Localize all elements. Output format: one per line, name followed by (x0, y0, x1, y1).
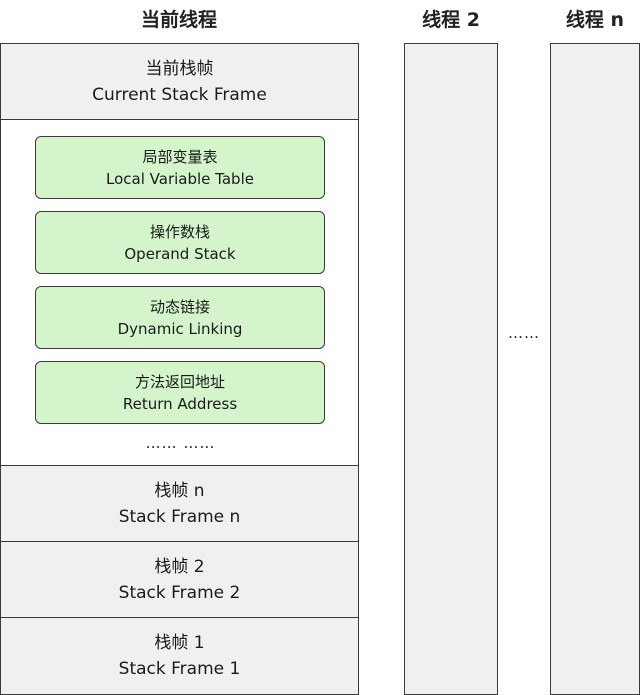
current-stack-frame-en: Current Stack Frame (92, 84, 267, 105)
operand-stack-cn: 操作数栈 (149, 222, 210, 241)
stack-frame-n-en: Stack Frame n (118, 506, 241, 527)
stack-frame-2: 栈帧 2 Stack Frame 2 (0, 541, 359, 618)
stack-frame-2-en: Stack Frame 2 (118, 582, 241, 603)
stack-frame-1-en: Stack Frame 1 (118, 659, 241, 679)
return-address-cn: 方法返回地址 (134, 372, 225, 391)
stack-frame-n-cn: 栈帧 n (154, 480, 205, 501)
current-thread-stack: 当前栈帧 Current Stack Frame 局部变量表 Local Var… (0, 43, 359, 695)
stack-frame-1-cn: 栈帧 1 (154, 633, 205, 653)
stack-frame-n: 栈帧 n Stack Frame n (0, 465, 359, 542)
dynamic-linking-en: Dynamic Linking (117, 319, 243, 338)
stack-frame-2-cn: 栈帧 2 (154, 556, 205, 577)
operand-stack-en: Operand Stack (124, 244, 236, 263)
current-stack-frame-cn: 当前栈帧 (145, 58, 214, 79)
stack-frame-1: 栈帧 1 Stack Frame 1 (0, 617, 359, 695)
thread-2-title: 线程 2 (422, 9, 480, 31)
return-address-en: Return Address (122, 394, 238, 413)
components-ellipsis: …… …… (145, 434, 216, 452)
dynamic-linking-cn: 动态链接 (149, 297, 210, 316)
local-variable-table-en: Local Variable Table (106, 169, 254, 188)
thread-n-stack (550, 43, 640, 695)
current-stack-frame-body: 局部变量表 Local Variable Table 操作数栈 Operand … (0, 119, 359, 466)
thread-2-stack (404, 43, 498, 695)
dynamic-linking-box: 动态链接 Dynamic Linking (35, 286, 325, 349)
return-address-box: 方法返回地址 Return Address (35, 361, 325, 424)
local-variable-table-cn: 局部变量表 (142, 147, 218, 166)
current-thread-title: 当前线程 (140, 9, 217, 31)
operand-stack-box: 操作数栈 Operand Stack (35, 211, 325, 274)
current-stack-frame-header: 当前栈帧 Current Stack Frame (0, 43, 359, 120)
threads-ellipsis: …… (508, 324, 540, 342)
thread-n-title: 线程 n (565, 9, 625, 31)
local-variable-table-box: 局部变量表 Local Variable Table (35, 136, 325, 199)
